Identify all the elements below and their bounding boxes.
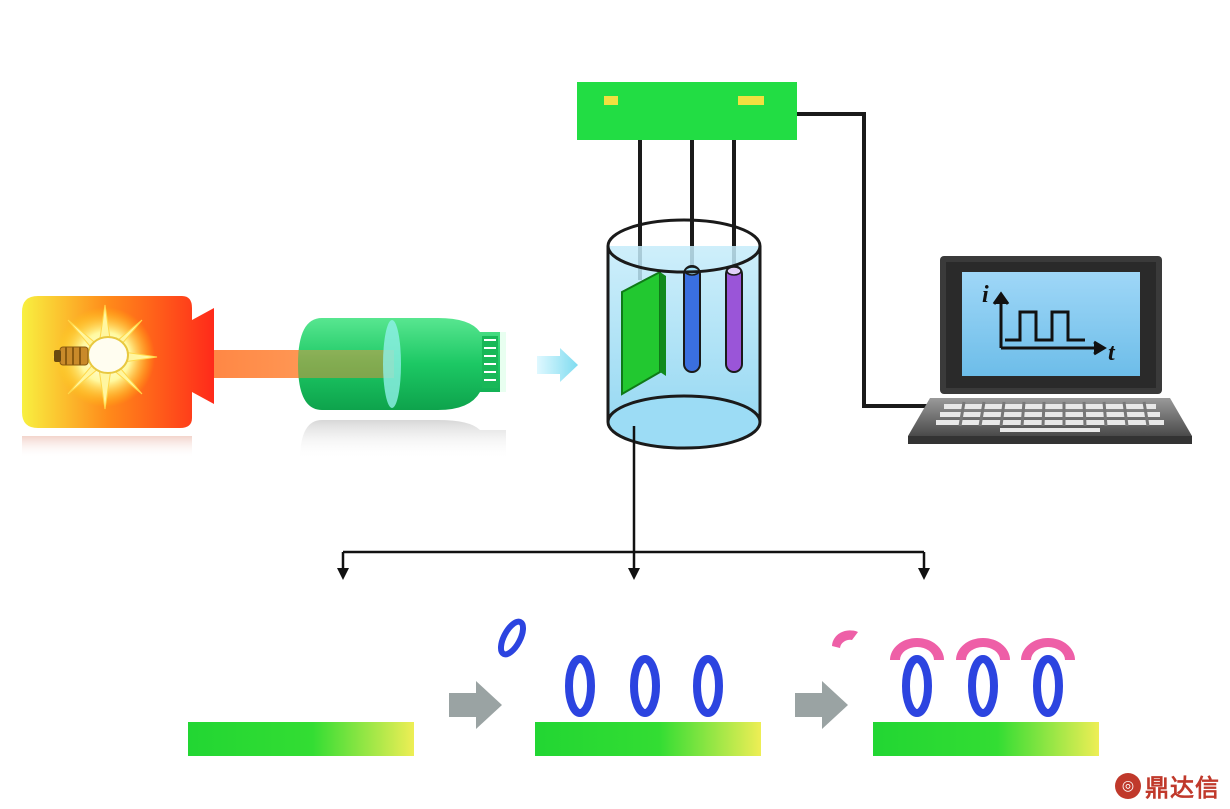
axis-time-label: t <box>1108 340 1116 366</box>
branch-arrowheads <box>337 568 930 580</box>
watermark-text: 鼎达信 <box>1145 774 1220 802</box>
bare-electrode <box>188 722 414 756</box>
electrochemical-cell-icon <box>606 218 762 450</box>
watermark-logo-icon: ◎ <box>1115 772 1141 799</box>
target-bound-electrode <box>832 630 1099 756</box>
light-bulb-icon <box>52 304 158 410</box>
axis-current-label: i <box>982 282 989 308</box>
laptop-icon <box>908 256 1192 444</box>
step-arrow-2 <box>795 681 848 729</box>
free-target-molecule <box>832 630 858 648</box>
step-arrow-1 <box>449 681 502 729</box>
lens-tube-icon <box>298 318 506 460</box>
aptamer-modified-electrode <box>497 618 761 756</box>
potentiostat-icon <box>577 82 797 140</box>
light-direction-arrow <box>537 348 578 382</box>
watermark: ◎ 鼎达信 <box>1115 768 1220 803</box>
current-pulse-icon <box>992 291 1107 356</box>
free-aptamer <box>497 618 527 658</box>
electrode-wires <box>638 112 930 408</box>
branch-arrows <box>341 426 926 570</box>
